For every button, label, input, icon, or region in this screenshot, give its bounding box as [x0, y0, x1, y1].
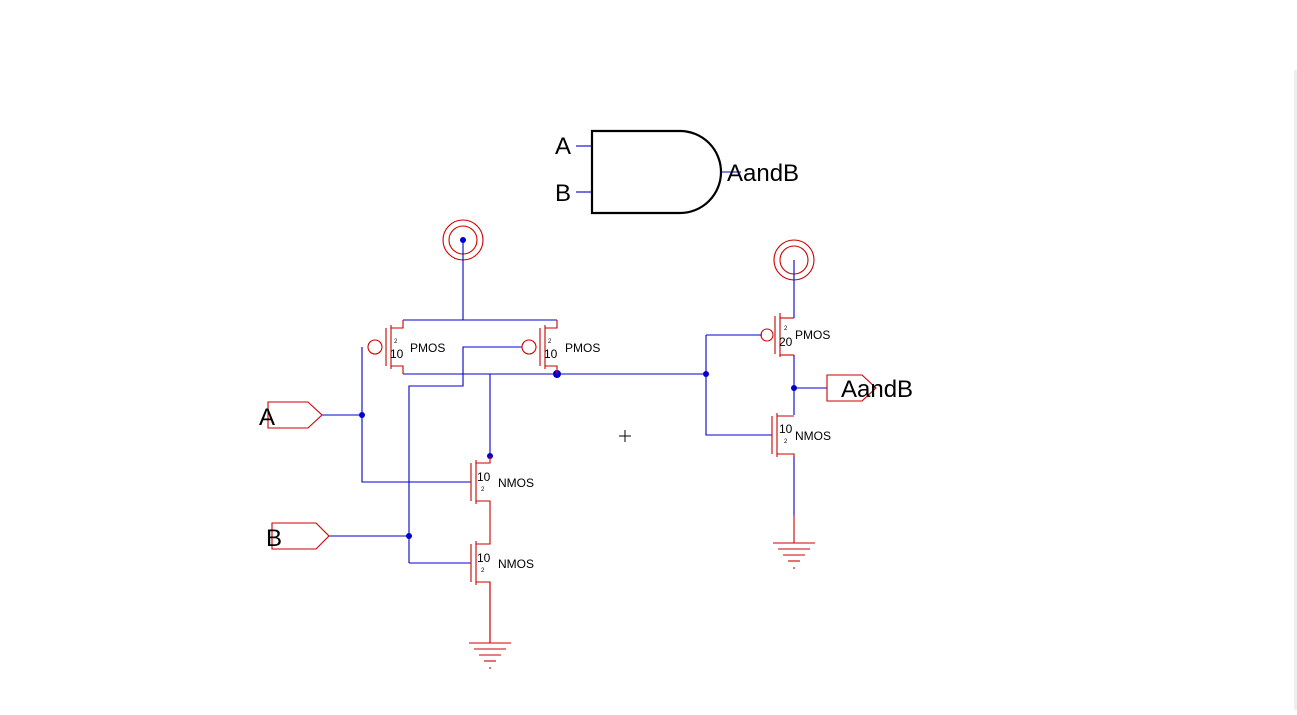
- nmos-source: [777, 453, 795, 457]
- symbol-input-b-label: B: [555, 180, 571, 207]
- wires: [322, 240, 827, 564]
- pin-shape: [271, 522, 330, 550]
- wire-inverter-input[interactable]: [705, 335, 772, 436]
- pmos-bubble: [521, 339, 537, 355]
- pmos-width: 20: [779, 335, 793, 349]
- junction-dots: [359, 370, 797, 539]
- canvas-border: [1294, 70, 1297, 710]
- ground-symbol-nand[interactable]: [469, 582, 511, 669]
- nmos-length: 2: [481, 487, 485, 493]
- input-pin-a[interactable]: A: [259, 401, 323, 431]
- pin-a-label: A: [259, 404, 275, 431]
- wire-net-b[interactable]: [408, 346, 522, 563]
- symbol-input-a-label: A: [555, 133, 571, 160]
- pmos-width: 10: [390, 347, 404, 361]
- nmos-width: 10: [477, 470, 491, 484]
- junction-dot: [703, 371, 709, 377]
- output-pin-aandb[interactable]: AandB: [826, 374, 913, 403]
- nmos-source: [476, 581, 491, 643]
- junction-dot: [791, 385, 797, 391]
- pmos-bubble: [760, 328, 774, 342]
- pin-b-label: B: [266, 525, 282, 552]
- ground-symbol-inverter[interactable]: [773, 515, 815, 569]
- pmos-transistor-3[interactable]: 2 20 PMOS: [760, 313, 830, 357]
- pmos-transistor-2[interactable]: 2 10 PMOS: [521, 320, 600, 374]
- nmos-source: [476, 500, 491, 541]
- nmos-drain: [476, 456, 491, 464]
- pin-shape: [267, 401, 323, 429]
- pmos-width: 10: [544, 347, 558, 361]
- nmos-transistor-2[interactable]: 10 2 NMOS: [470, 541, 534, 643]
- pmos-bubble: [367, 339, 383, 355]
- nmos-transistor-1[interactable]: 10 2 NMOS: [470, 456, 534, 541]
- pmos-source: [545, 320, 558, 329]
- nmos-length: 2: [784, 439, 788, 445]
- nmos-type-label: NMOS: [795, 429, 831, 443]
- crosshair-cursor-icon: [619, 430, 631, 442]
- and-gate-body: [590, 129, 723, 215]
- pmos-type-label: PMOS: [795, 328, 830, 342]
- pmos-drain: [545, 365, 558, 374]
- pmos-length: 2: [548, 339, 552, 345]
- nmos-drain: [476, 541, 491, 545]
- pmos-drain: [391, 365, 404, 374]
- pin-out-label: AandB: [841, 376, 913, 403]
- junction-dot: [406, 533, 412, 539]
- pmos-length: 2: [784, 326, 788, 332]
- input-pin-b[interactable]: B: [266, 522, 330, 552]
- nmos-type-label: NMOS: [498, 476, 534, 490]
- pmos-source: [391, 320, 404, 329]
- nmos-width: 10: [779, 422, 793, 436]
- nmos-type-label: NMOS: [498, 557, 534, 571]
- nmos-width: 10: [477, 551, 491, 565]
- and-gate-symbol[interactable]: A B AandB: [555, 129, 799, 215]
- pmos-type-label: PMOS: [565, 341, 600, 355]
- nmos-length: 2: [481, 568, 485, 574]
- wire-net-a[interactable]: [361, 347, 471, 483]
- pin-shape: [826, 374, 877, 402]
- pmos-transistor-1[interactable]: 2 10 PMOS: [367, 320, 445, 374]
- pmos-type-label: PMOS: [410, 341, 445, 355]
- symbol-output-label: AandB: [727, 160, 799, 187]
- junction-dot: [359, 412, 365, 418]
- nmos-transistor-3[interactable]: 10 2 NMOS: [771, 413, 831, 457]
- pmos-length: 2: [394, 339, 398, 345]
